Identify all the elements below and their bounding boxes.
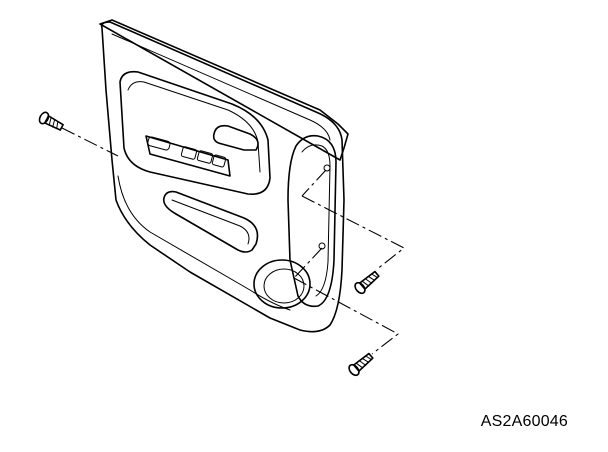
screw-icon: [348, 352, 374, 377]
switch-button-icon: [147, 136, 171, 151]
screw-hole-icon: [323, 164, 331, 172]
pull-handle-icon: [162, 190, 259, 253]
door-handle-icon: [212, 124, 259, 151]
screw-icon: [354, 270, 380, 295]
figure-reference-code: AS2A60046: [480, 413, 568, 430]
switch-button-icon: [211, 154, 227, 168]
screw-icon: [38, 111, 64, 131]
door-trim-panel-icon: [99, 19, 349, 333]
switch-button-icon: [180, 146, 198, 160]
speaker-grille-icon: [253, 259, 311, 309]
switch-button-icon: [196, 150, 214, 164]
screw-hole-icon: [318, 242, 326, 250]
